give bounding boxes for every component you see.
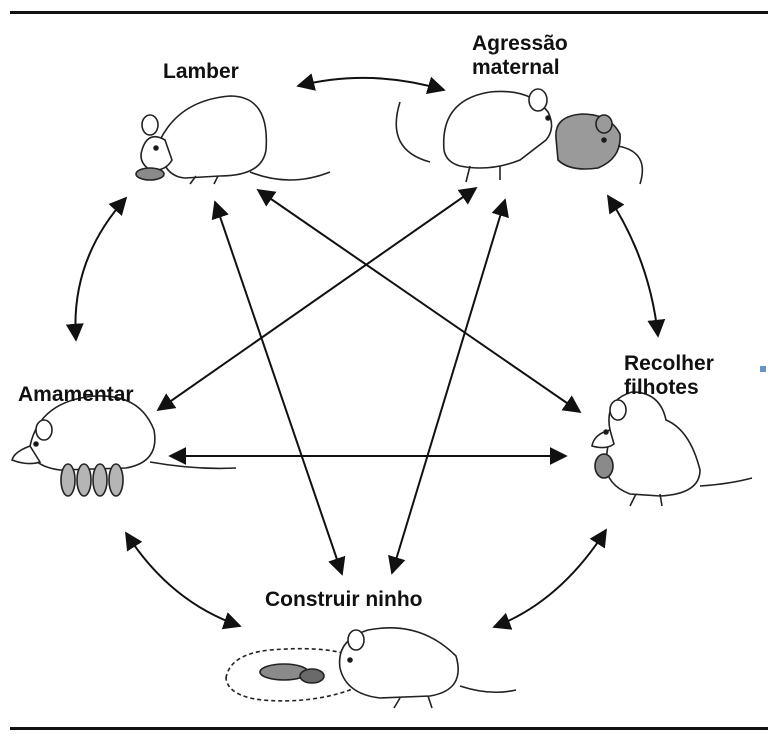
label-agressao-line2: maternal xyxy=(472,56,568,80)
arrow-amamentar-construir xyxy=(126,533,240,626)
arrow-lamber-recolher xyxy=(258,190,580,412)
label-amamentar: Amamentar xyxy=(18,383,134,407)
mouse-nursing-pups-icon xyxy=(12,396,236,496)
arrow-agressao-amamentar xyxy=(158,188,476,410)
label-lamber: Lamber xyxy=(163,60,239,84)
label-agressao-line1: Agressão xyxy=(472,32,568,56)
label-recolher-filhotes: Recolher filhotes xyxy=(624,352,714,400)
label-recolher-line2: filhotes xyxy=(624,376,714,400)
mouse-licking-pup-icon xyxy=(136,96,330,184)
arrow-lamber-construir xyxy=(215,202,342,574)
stray-mark xyxy=(760,366,766,372)
label-construir-ninho: Construir ninho xyxy=(265,588,422,612)
mouse-building-nest-icon xyxy=(226,628,516,708)
arrow-lamber-amamentar xyxy=(75,198,126,340)
label-recolher-line1: Recolher xyxy=(624,352,714,376)
arrow-lamber-agressao xyxy=(298,78,444,90)
mouse-attacking-intruder-icon xyxy=(396,89,642,184)
arrow-agressao-recolher xyxy=(608,196,658,336)
label-agressao-maternal: Agressão maternal xyxy=(472,32,568,80)
mouse-retrieving-pup-icon xyxy=(592,392,752,506)
arrow-agressao-construir xyxy=(392,200,505,573)
arrow-recolher-construir xyxy=(494,530,606,627)
